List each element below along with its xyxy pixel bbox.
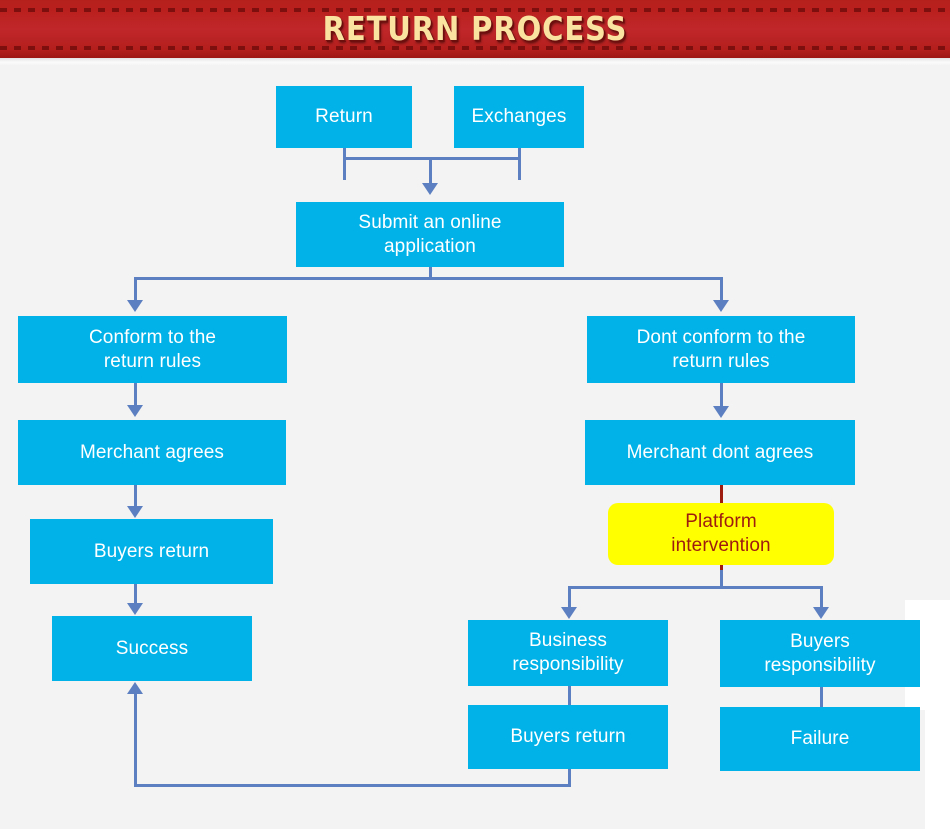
edge-conform-to-merchant bbox=[134, 383, 137, 407]
header-banner: RETURN PROCESS bbox=[0, 0, 950, 58]
arrowhead-merchant-dont-agrees bbox=[713, 406, 729, 418]
edge-platform-split-bar bbox=[568, 586, 823, 589]
page-title: RETURN PROCESS bbox=[322, 9, 628, 48]
edge-platform-stem bbox=[720, 565, 723, 589]
banner-shadow-strip bbox=[0, 58, 950, 65]
arrowhead-merchant-agrees bbox=[127, 405, 143, 417]
arrowhead-feedback-to-success bbox=[127, 682, 143, 694]
edge-buyersresp-to-failure bbox=[820, 687, 823, 707]
node-submit-online-application[interactable]: Submit an online application bbox=[296, 202, 564, 267]
node-merchant-dont-agrees[interactable]: Merchant dont agrees bbox=[585, 420, 855, 485]
node-success[interactable]: Success bbox=[52, 616, 252, 681]
arrowhead-to-conform bbox=[127, 300, 143, 312]
edge-merchant-to-buyers bbox=[134, 485, 137, 509]
edge-merge-stem bbox=[429, 157, 432, 184]
edge-split-bar bbox=[134, 277, 723, 280]
edge-merge-bar bbox=[343, 157, 521, 160]
node-buyers-return-right[interactable]: Buyers return bbox=[468, 705, 668, 769]
edge-dontconform-to-merchantdont bbox=[720, 383, 723, 408]
edge-feedback-drop bbox=[568, 769, 571, 787]
node-return[interactable]: Return bbox=[276, 86, 412, 148]
arrowhead-buyers-responsibility bbox=[813, 607, 829, 619]
node-dont-conform-to-return-rules[interactable]: Dont conform to the return rules bbox=[587, 316, 855, 383]
edge-return-down bbox=[343, 148, 346, 180]
arrowhead-to-submit bbox=[422, 183, 438, 195]
background-notch-2 bbox=[925, 700, 950, 829]
node-buyers-responsibility[interactable]: Buyers responsibility bbox=[720, 620, 920, 687]
edge-right-branch-drop bbox=[720, 277, 723, 302]
arrowhead-to-dont-conform bbox=[713, 300, 729, 312]
arrowhead-business-responsibility bbox=[561, 607, 577, 619]
edge-exchanges-down bbox=[518, 148, 521, 180]
node-merchant-agrees[interactable]: Merchant agrees bbox=[18, 420, 286, 485]
edge-to-buyers-resp bbox=[820, 586, 823, 608]
edge-submit-stem bbox=[429, 267, 432, 280]
arrowhead-success bbox=[127, 603, 143, 615]
edge-feedback-rise bbox=[134, 694, 137, 786]
edge-feedback-bottom bbox=[134, 784, 571, 787]
edge-to-business-resp bbox=[568, 586, 571, 608]
node-conform-to-return-rules[interactable]: Conform to the return rules bbox=[18, 316, 287, 383]
arrowhead-buyers-return-left bbox=[127, 506, 143, 518]
node-exchanges[interactable]: Exchanges bbox=[454, 86, 584, 148]
node-business-responsibility[interactable]: Business responsibility bbox=[468, 620, 668, 686]
node-platform-intervention[interactable]: Platform intervention bbox=[608, 503, 834, 565]
edge-left-branch-drop bbox=[134, 277, 137, 302]
node-failure[interactable]: Failure bbox=[720, 707, 920, 771]
edge-businessresp-to-buyersreturn bbox=[568, 686, 571, 706]
edge-buyers-to-success bbox=[134, 584, 137, 606]
node-buyers-return-left[interactable]: Buyers return bbox=[30, 519, 273, 584]
